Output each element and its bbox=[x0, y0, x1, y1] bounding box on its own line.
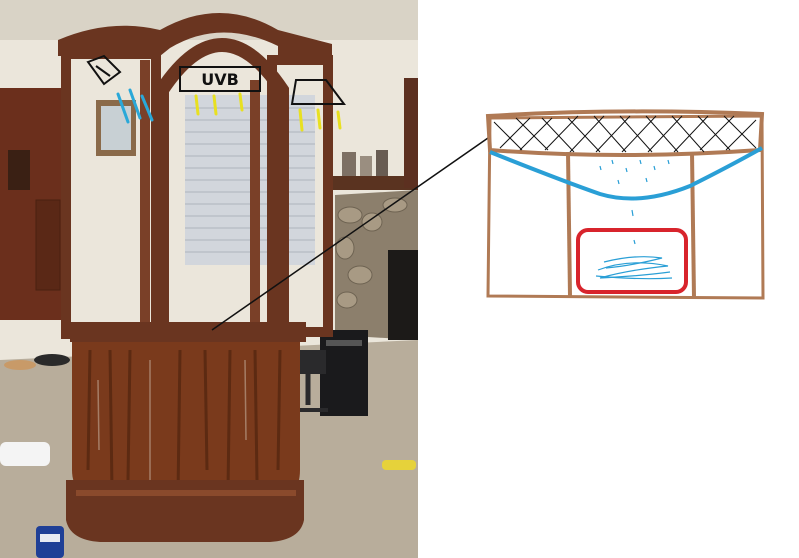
diagram-blue-curve bbox=[489, 146, 763, 201]
diagram-frame bbox=[486, 114, 765, 300]
lamp-icon bbox=[86, 54, 122, 86]
mantel bbox=[330, 176, 418, 190]
diagram-mist-dots bbox=[599, 159, 670, 245]
lamp-left bbox=[86, 54, 122, 86]
diagram-divider-left bbox=[566, 151, 572, 297]
painted-base bbox=[72, 342, 300, 504]
lamp-icon bbox=[290, 79, 346, 105]
curio-cabinet bbox=[58, 13, 333, 542]
diagram-water-scribble bbox=[595, 256, 673, 280]
uvb-fixture: UVB bbox=[179, 66, 261, 92]
yellow-toy bbox=[382, 460, 416, 470]
paper-towel bbox=[0, 442, 50, 466]
enclosure-diagram bbox=[485, 109, 765, 300]
diagram-divider-right bbox=[690, 151, 696, 299]
photo: UVB bbox=[0, 0, 489, 558]
lid-hatching bbox=[493, 115, 757, 153]
diagram-water-dish bbox=[576, 228, 688, 294]
yellow-light-marks bbox=[194, 92, 342, 132]
uvb-label: UVB bbox=[201, 70, 239, 89]
blue-light-marks bbox=[116, 88, 154, 124]
shoes bbox=[34, 354, 70, 366]
callout-line bbox=[211, 137, 489, 331]
lamp-right bbox=[290, 79, 346, 105]
